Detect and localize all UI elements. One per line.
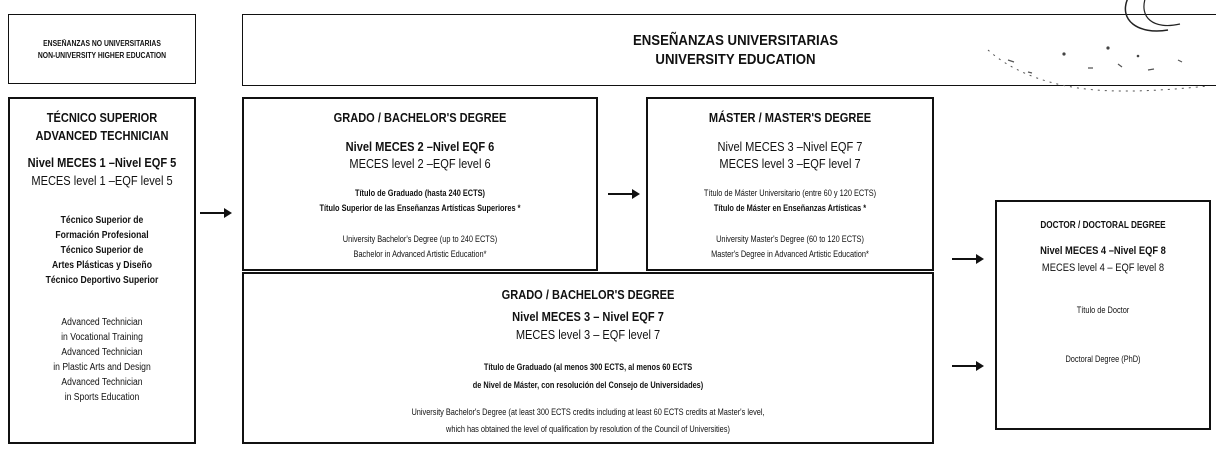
advanced-technician-translations: Advanced Technician in Vocational Traini… xyxy=(10,315,194,405)
bachelor-long-line-2: de Nivel de Máster, con resolución del C… xyxy=(472,380,704,390)
arrow-right-icon xyxy=(952,254,984,264)
title-line: Formación Profesional xyxy=(55,230,149,241)
bachelor-long-line-3: University Bachelor's Degree (at least 3… xyxy=(411,407,765,417)
doctoral-line-2: Doctoral Degree (PhD) xyxy=(1065,354,1141,364)
master-line-2: Título de Máster en Enseñanzas Artística… xyxy=(713,203,867,213)
bachelor-title: GRADO / BACHELOR'S DEGREE xyxy=(333,110,507,125)
master-line-1: Título de Máster Universitario (entre 60… xyxy=(703,188,877,198)
translation-line: in Plastic Arts and Design xyxy=(53,362,151,373)
bachelor-line-3: University Bachelor's Degree (up to 240 … xyxy=(342,234,498,244)
master-level-en: MECES level 3 –EQF level 7 xyxy=(719,156,861,171)
non-university-header: ENSEÑANZAS NO UNIVERSITARIAS NON-UNIVERS… xyxy=(8,14,196,84)
master-line-4: Master's Degree in Advanced Artistic Edu… xyxy=(711,249,869,259)
title-line: Técnico Deportivo Superior xyxy=(45,275,159,286)
doctoral-line-1: Título de Doctor xyxy=(1076,305,1130,315)
bachelor-degree-long-box: GRADO / BACHELOR'S DEGREE Nivel MECES 3 … xyxy=(242,272,934,444)
university-title-es: ENSEÑANZAS UNIVERSITARIAS xyxy=(632,32,839,49)
arrow-right-icon xyxy=(952,361,984,371)
master-line-3: University Master's Degree (60 to 120 EC… xyxy=(716,234,864,244)
bachelor-long-level-en: MECES level 3 – EQF level 7 xyxy=(515,327,661,342)
master-level-es: Nivel MECES 3 –Nivel EQF 7 xyxy=(717,139,863,154)
non-university-header-es: ENSEÑANZAS NO UNIVERSITARIAS xyxy=(43,39,161,48)
bachelor-level-es: Nivel MECES 2 –Nivel EQF 6 xyxy=(345,139,495,154)
advanced-technician-box: TÉCNICO SUPERIOR ADVANCED TECHNICIAN Niv… xyxy=(8,97,196,444)
title-line: Artes Plásticas y Diseño xyxy=(52,260,152,271)
university-header: ENSEÑANZAS UNIVERSITARIAS UNIVERSITY EDU… xyxy=(242,14,1216,86)
title-line: Técnico Superior de xyxy=(60,215,144,226)
title-line: Técnico Superior de xyxy=(60,245,144,256)
translation-line: Advanced Technician xyxy=(61,347,143,358)
bachelor-long-level-es: Nivel MECES 3 – Nivel EQF 7 xyxy=(512,309,664,324)
university-title-en: UNIVERSITY EDUCATION xyxy=(655,51,816,68)
translation-line: in Sports Education xyxy=(64,392,140,403)
bachelor-line-1: Título de Graduado (hasta 240 ECTS) xyxy=(355,188,485,198)
translation-line: Advanced Technician xyxy=(61,377,143,388)
doctoral-title: DOCTOR / DOCTORAL DEGREE xyxy=(1040,220,1166,231)
arrow-right-icon xyxy=(608,189,640,199)
translation-line: Advanced Technician xyxy=(61,317,143,328)
advanced-technician-level-es: Nivel MECES 1 –Nivel EQF 5 xyxy=(27,155,177,170)
stamp-icon xyxy=(987,0,1209,92)
bachelor-degree-box: GRADO / BACHELOR'S DEGREE Nivel MECES 2 … xyxy=(242,97,598,271)
doctoral-degree-box: DOCTOR / DOCTORAL DEGREE Nivel MECES 4 –… xyxy=(995,200,1211,430)
advanced-technician-titles: Técnico Superior de Formación Profesiona… xyxy=(10,213,194,288)
bachelor-long-line-1: Título de Graduado (al menos 300 ECTS, a… xyxy=(483,362,693,372)
bachelor-line-2: Título Superior de las Enseñanzas Artíst… xyxy=(319,203,521,213)
advanced-technician-title-en: ADVANCED TECHNICIAN xyxy=(35,128,169,143)
advanced-technician-level-en: MECES level 1 –EQF level 5 xyxy=(31,173,173,188)
master-degree-box: MÁSTER / MASTER'S DEGREE Nivel MECES 3 –… xyxy=(646,97,934,271)
bachelor-long-title: GRADO / BACHELOR'S DEGREE xyxy=(501,287,675,302)
bachelor-level-en: MECES level 2 –EQF level 6 xyxy=(349,156,491,171)
arrow-right-icon xyxy=(200,208,232,218)
non-university-header-en: NON-UNIVERSITY HIGHER EDUCATION xyxy=(37,51,167,60)
master-title: MÁSTER / MASTER'S DEGREE xyxy=(708,110,872,125)
doctoral-level-es: Nivel MECES 4 –Nivel EQF 8 xyxy=(1040,245,1166,257)
advanced-technician-title-es: TÉCNICO SUPERIOR xyxy=(46,110,158,125)
bachelor-line-4: Bachelor in Advanced Artistic Education* xyxy=(353,249,487,259)
bachelor-long-line-4: which has obtained the level of qualific… xyxy=(446,424,730,434)
translation-line: in Vocational Training xyxy=(61,332,143,343)
doctoral-level-en: MECES level 4 – EQF level 8 xyxy=(1041,262,1165,274)
